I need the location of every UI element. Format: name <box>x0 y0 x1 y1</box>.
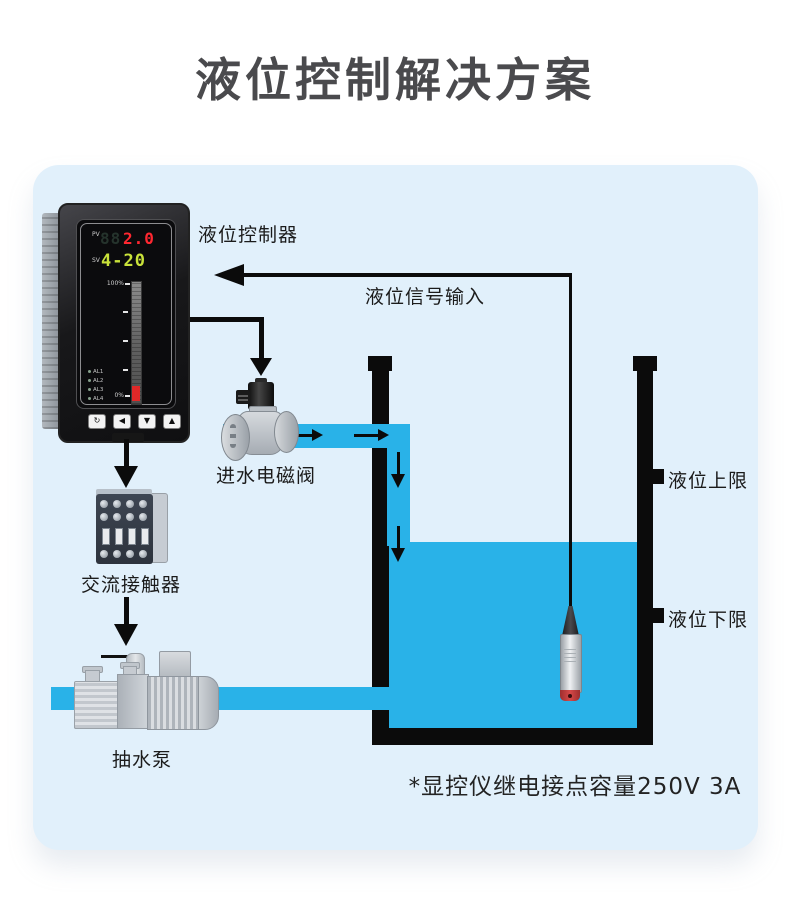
pump-label: 抽水泵 <box>112 749 173 771</box>
flow-arrow-down-1-line <box>397 452 400 474</box>
ctrl-to-valve-line-h <box>184 317 264 322</box>
contactor-screw-mid-3 <box>126 513 134 521</box>
contactor-contact-slot-2 <box>115 528 123 545</box>
bargraph-tick-75 <box>123 311 128 313</box>
alarm-led-al2: AL2 <box>88 378 103 384</box>
page-title: 液位控制解决方案 <box>195 53 595 107</box>
flow-arrow-down-2-line <box>397 526 400 548</box>
pv-value: 2.0 <box>123 229 155 248</box>
signal-input-label: 液位信号输入 <box>364 286 485 308</box>
valve-coil-top-nut <box>255 378 267 384</box>
bargraph-tick-50 <box>123 340 128 342</box>
level-low-label: 液位下限 <box>668 609 749 631</box>
tank-water <box>389 542 637 728</box>
flow-arrow-right-1-icon <box>312 429 323 441</box>
al3-label: AL3 <box>93 387 104 393</box>
level-low-mark <box>650 608 664 623</box>
valve-connector-stripes <box>238 393 248 401</box>
level-sensor-label-lines <box>564 648 576 662</box>
contactor-contact-slot-3 <box>128 528 136 545</box>
sv-value: 4-20 <box>101 251 146 271</box>
signal-arrowhead-icon <box>214 264 244 286</box>
al3-led-dot <box>88 388 91 391</box>
al2-label: AL2 <box>93 378 104 384</box>
controller-bottom-tab <box>112 433 144 442</box>
contactor-screw-mid-2 <box>113 513 121 521</box>
bargraph-tick-0 <box>125 395 130 397</box>
pump-motor-terminal-box <box>159 651 191 680</box>
al2-led-dot <box>88 379 91 382</box>
controller-display-outline <box>80 223 172 405</box>
contactor-screw-mid-4 <box>139 513 147 521</box>
pump-fitting-line-h <box>101 655 140 658</box>
alarm-led-al3: AL3 <box>88 387 103 393</box>
flow-arrow-down-1-icon <box>391 474 405 488</box>
contactor-screw-top-4 <box>139 500 147 508</box>
contactor-screw-mid-1 <box>100 513 108 521</box>
level-sensor-body <box>560 634 582 693</box>
ctrl-to-valve-arrowhead-icon <box>250 358 272 376</box>
pump-motor-finned-body <box>147 676 201 730</box>
tank-floor <box>372 728 653 745</box>
contactor-to-pump-line <box>124 597 129 626</box>
contactor-screw-top-1 <box>100 500 108 508</box>
controller-button-left: ◀ <box>113 414 131 429</box>
bargraph-bottom-label: 0% <box>114 392 124 399</box>
controller-button-cycle: ↻ <box>88 414 106 429</box>
level-high-label: 液位上限 <box>668 470 749 492</box>
pump-left-finned-box <box>74 681 119 729</box>
valve-left-flange-bolts <box>230 424 236 448</box>
ctrl-to-valve-line-v <box>259 317 264 360</box>
flow-arrow-right-1-line <box>292 434 312 437</box>
flow-arrow-down-2-icon <box>391 548 405 562</box>
level-sensor-tip-dot <box>568 694 572 698</box>
level-high-mark <box>650 469 664 484</box>
contactor-to-pump-arrowhead-icon <box>114 624 138 646</box>
contactor-contact-slot-4 <box>141 528 149 545</box>
al4-label: AL4 <box>93 396 104 402</box>
contactor-screw-bot-1 <box>100 550 108 558</box>
controller-button-down: ▼ <box>138 414 156 429</box>
contactor-contact-slot-1 <box>102 528 110 545</box>
bargraph-top-label: 100% <box>106 280 124 287</box>
contactor-top-cap <box>96 489 152 497</box>
alarm-led-al4: AL4 <box>88 396 103 402</box>
contactor-label: 交流接触器 <box>80 574 181 596</box>
pv-label: PV <box>92 231 100 238</box>
valve-coil <box>248 382 274 410</box>
controller-label: 液位控制器 <box>198 224 299 246</box>
controller-button-up: ▲ <box>163 414 181 429</box>
contactor-screw-bot-3 <box>126 550 134 558</box>
al1-label: AL1 <box>93 369 104 375</box>
bargraph-track <box>131 281 142 405</box>
contactor-screw-bot-2 <box>113 550 121 558</box>
al1-led-dot <box>88 370 91 373</box>
tank-right-wall <box>637 356 653 745</box>
sensor-cable <box>569 275 572 608</box>
ctrl-to-contactor-line <box>124 439 129 468</box>
ctrl-to-contactor-arrowhead-icon <box>114 466 138 488</box>
bargraph-tick-100 <box>125 283 130 285</box>
pump-mid-block <box>117 674 149 729</box>
inlet-valve-label: 进水电磁阀 <box>216 465 317 487</box>
contactor-screw-top-2 <box>113 500 121 508</box>
pv-ghost-digits: 88 <box>100 229 122 248</box>
valve-right-flange <box>274 411 299 453</box>
flow-arrow-right-2-line <box>354 434 378 437</box>
footnote: *显控仪继电接点容量250V 3A <box>408 774 742 800</box>
flow-arrow-right-2-icon <box>378 429 389 441</box>
alarm-led-al1: AL1 <box>88 369 103 375</box>
pump-motor-end-cap <box>198 676 219 730</box>
contactor-screw-bot-4 <box>139 550 147 558</box>
bargraph-tick-25 <box>123 369 128 371</box>
contactor-screw-top-3 <box>126 500 134 508</box>
tank-left-wall <box>372 356 389 745</box>
controller-display <box>76 219 176 409</box>
signal-line-horizontal <box>242 273 572 277</box>
al4-led-dot <box>88 397 91 400</box>
sv-label: SV <box>92 257 100 264</box>
bargraph-red-segment <box>132 386 140 401</box>
